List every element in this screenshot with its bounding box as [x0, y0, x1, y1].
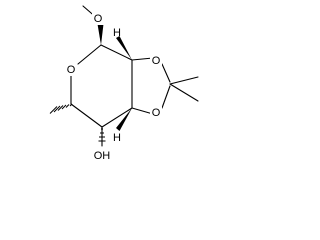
wedge-c2-h	[116, 36, 132, 60]
bond-o-top-cq	[161, 63, 171, 83]
bond-c1-c2	[100, 44, 133, 61]
hash-c5-methyl	[49, 103, 73, 114]
stereo-h-top-label: H	[113, 27, 121, 39]
atom-labels: O O O O H H OH	[65, 11, 162, 162]
bond-cq-methyl-upper	[169, 76, 199, 85]
stereo-h-bottom-label: H	[113, 132, 121, 144]
methoxy-oxygen-label: O	[94, 13, 103, 25]
bond-o-bottom-cq	[161, 85, 171, 109]
dioxolane-oxygen-bottom-label: O	[152, 107, 161, 119]
hydroxyl-label: OH	[94, 150, 111, 162]
bond-cq-methyl-lower	[169, 83, 199, 102]
ring-oxygen-label: O	[67, 64, 76, 76]
wedge-c1-methoxy-o	[97, 24, 104, 45]
bond-c5-c4	[70, 103, 103, 128]
bond-c3-o-bottom	[131, 107, 154, 115]
bond-c1-ring-o	[77, 44, 102, 65]
wedge-c3-h	[116, 108, 132, 131]
structural-formula: O O O O H H OH	[49, 5, 199, 162]
bond-c2-o-top	[131, 57, 154, 61]
bond-c4-c3	[101, 107, 133, 128]
hash-c4-oh	[98, 128, 106, 142]
skeletal-bonds	[70, 5, 199, 147]
dioxolane-oxygen-top-label: O	[152, 55, 161, 67]
